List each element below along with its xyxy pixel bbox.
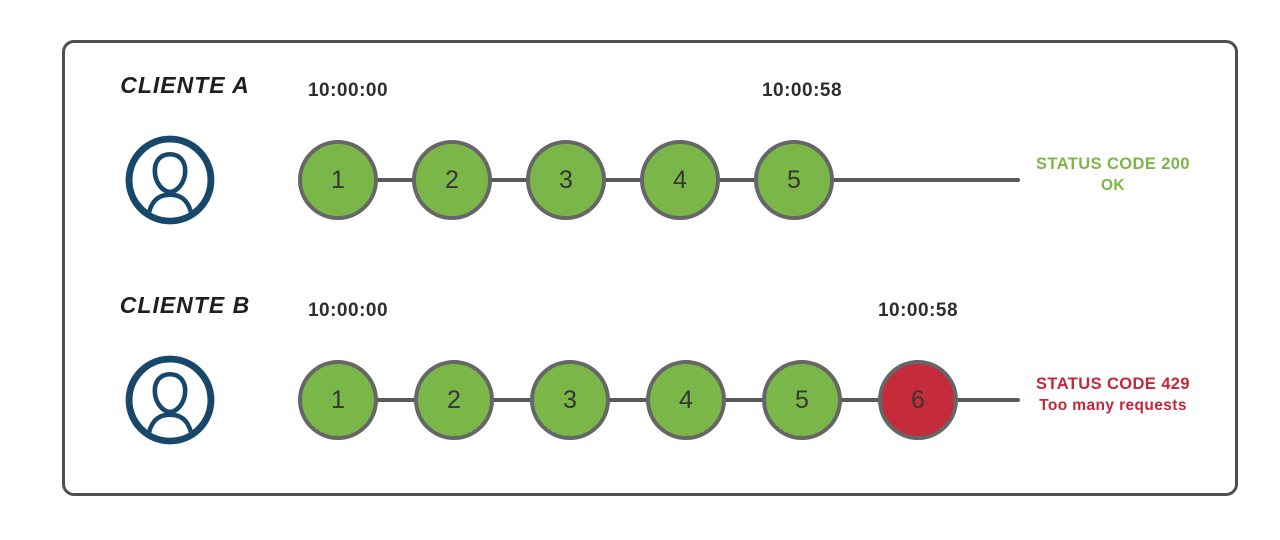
client-a-label: CLIENTE A	[120, 72, 250, 98]
request-circle: 5	[762, 360, 842, 440]
status-text-rate-limited: STATUS CODE 429 Too many requests	[1018, 374, 1208, 416]
status-code-line: STATUS CODE 429	[1036, 375, 1190, 393]
request-circle: 4	[646, 360, 726, 440]
client-b-label: CLIENTE B	[119, 292, 251, 318]
request-number: 2	[447, 385, 461, 414]
start-timestamp: 10:00:00	[307, 80, 389, 101]
status-text-ok: STATUS CODE 200 OK	[1018, 154, 1208, 196]
request-number: 2	[445, 165, 459, 194]
request-number: 6	[911, 385, 925, 414]
request-circle: 2	[412, 140, 492, 220]
user-avatar-icon	[125, 355, 215, 445]
request-number: 3	[563, 385, 577, 414]
request-number: 5	[787, 165, 801, 194]
end-timestamp: 10:00:58	[761, 80, 843, 101]
request-number: 4	[673, 165, 687, 194]
request-number: 5	[795, 385, 809, 414]
request-circle: 1	[298, 140, 378, 220]
status-message-line: OK	[1100, 177, 1126, 194]
request-number: 1	[331, 385, 345, 414]
request-number: 3	[559, 165, 573, 194]
start-timestamp: 10:00:00	[307, 300, 389, 321]
end-timestamp: 10:00:58	[877, 300, 959, 321]
request-circle: 4	[640, 140, 720, 220]
diagram-frame	[62, 40, 1238, 496]
request-circle: 5	[754, 140, 834, 220]
request-number: 1	[331, 165, 345, 194]
request-number: 4	[679, 385, 693, 414]
user-avatar-icon	[125, 135, 215, 225]
request-circle: 3	[526, 140, 606, 220]
request-circle: 3	[530, 360, 610, 440]
status-message-line: Too many requests	[1039, 397, 1187, 414]
status-code-line: STATUS CODE 200	[1036, 155, 1190, 173]
request-circle-rate-limited: 6	[878, 360, 958, 440]
request-circle: 1	[298, 360, 378, 440]
request-circle: 2	[414, 360, 494, 440]
